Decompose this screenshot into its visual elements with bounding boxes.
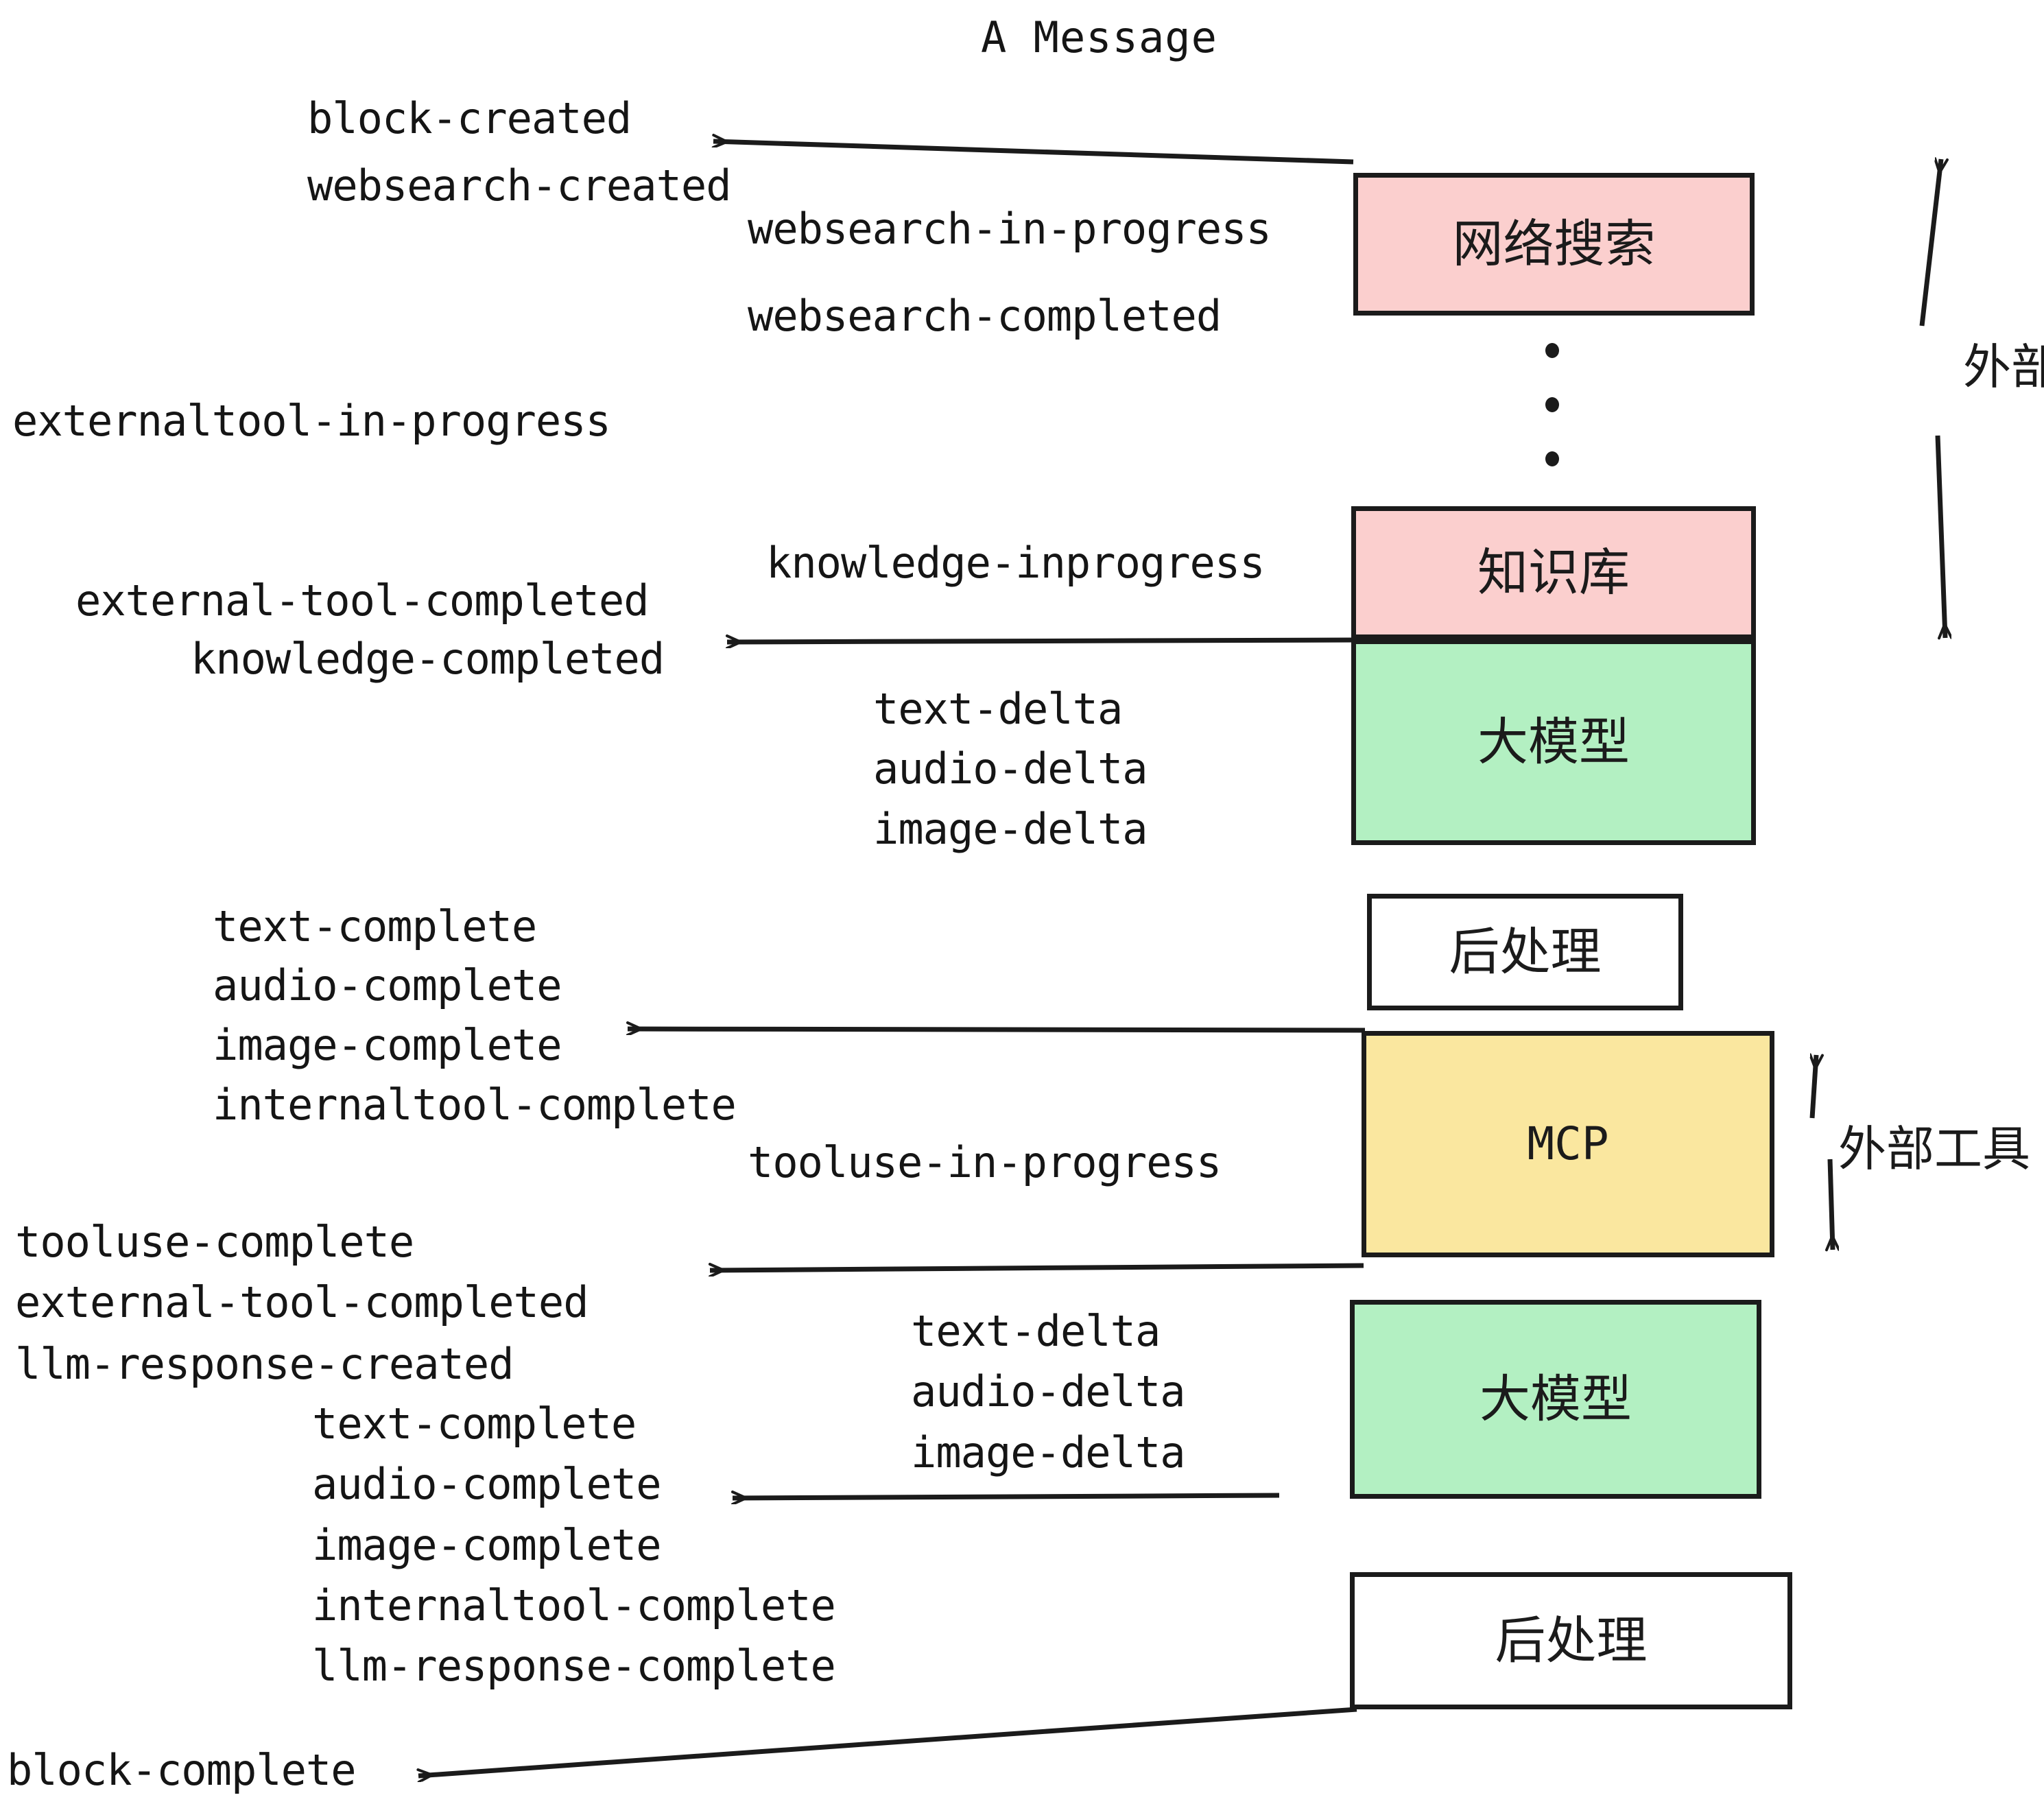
event-image-delta-1: image-delta (873, 804, 1148, 854)
event-websearch-in-progress: websearch-in-progress (748, 204, 1272, 254)
event-text-delta-1: text-delta (873, 684, 1123, 734)
event-text-complete-2: text-complete (312, 1399, 637, 1449)
event-image-complete-2: image-complete (312, 1520, 662, 1570)
event-knowledge-inprogress: knowledge-inprogress (766, 538, 1265, 588)
event-tooluse-in-progress: tooluse-in-progress (748, 1137, 1222, 1187)
event-externaltool-in-progress: externaltool-in-progress (12, 396, 611, 446)
event-text-complete-1: text-complete (213, 901, 537, 951)
arrow-postprocess-to-blockcomplete (418, 1707, 1357, 1776)
event-image-complete-1: image-complete (213, 1020, 562, 1070)
event-audio-complete-2: audio-complete (312, 1459, 662, 1509)
event-llm-response-complete: llm-response-complete (312, 1641, 836, 1691)
event-llm-response-created: llm-response-created (15, 1339, 514, 1389)
box-websearch-label: 网络搜索 (1452, 215, 1656, 274)
box-mcp-label: MCP (1527, 1117, 1609, 1170)
arrow-llmbottom-to-audiocomplete (733, 1495, 1280, 1498)
arrow-llm-to-imagecomplete (628, 1029, 1366, 1030)
box-knowledge[interactable]: 知识库 (1351, 506, 1756, 639)
ellipsis-vertical-dots (1544, 343, 1560, 466)
box-websearch[interactable]: 网络搜索 (1353, 173, 1755, 316)
event-block-created: block-created (307, 93, 632, 143)
external-tools-bracket-bottom (1812, 1055, 1833, 1250)
event-websearch-completed: websearch-completed (748, 291, 1222, 341)
box-knowledge-label: 知识库 (1477, 543, 1630, 602)
event-tooluse-complete: tooluse-complete (15, 1217, 414, 1267)
event-external-tool-completed-1: external-tool-completed (75, 575, 650, 626)
external-tools-bracket-top (1919, 159, 1945, 638)
box-postprocess-bottom[interactable]: 后处理 (1350, 1572, 1792, 1709)
box-postprocess-top[interactable]: 后处理 (1367, 894, 1683, 1010)
label-external-tools-top: 外部工具 (1963, 339, 2044, 395)
dot-1 (1545, 343, 1559, 358)
box-postprocess-top-label: 后处理 (1449, 923, 1602, 982)
event-block-complete: block-complete (7, 1745, 357, 1795)
event-websearch-created: websearch-created (307, 161, 732, 211)
event-audio-delta-1: audio-delta (873, 744, 1148, 794)
event-knowledge-completed: knowledge-completed (191, 634, 665, 684)
arrow-knowledge-to-knowledgecompleted (727, 640, 1355, 642)
event-text-delta-2: text-delta (911, 1306, 1161, 1356)
box-llm-top-label: 大模型 (1477, 713, 1630, 772)
event-internaltool-complete-1: internaltool-complete (213, 1080, 737, 1130)
box-llm-bottom-label: 大模型 (1479, 1370, 1632, 1429)
box-postprocess-bottom-label: 后处理 (1495, 1611, 1648, 1670)
box-llm-bottom[interactable]: 大模型 (1350, 1300, 1761, 1499)
event-audio-complete-1: audio-complete (213, 960, 562, 1010)
event-image-delta-2: image-delta (911, 1427, 1186, 1477)
box-mcp[interactable]: MCP (1362, 1031, 1774, 1257)
label-external-tools-bottom: 外部工具 (1838, 1121, 2030, 1177)
box-llm-top[interactable]: 大模型 (1351, 639, 1756, 845)
dot-3 (1545, 451, 1559, 466)
event-audio-delta-2: audio-delta (911, 1366, 1186, 1416)
diagram-title: A Message (981, 12, 1217, 62)
dot-2 (1545, 397, 1559, 412)
arrow-mcp-to-toolusecomplete (710, 1266, 1364, 1270)
arrow-websearch-to-blockcreated (713, 141, 1354, 165)
event-internaltool-complete-2: internaltool-complete (312, 1580, 836, 1630)
event-external-tool-completed-2: external-tool-completed (15, 1277, 589, 1327)
